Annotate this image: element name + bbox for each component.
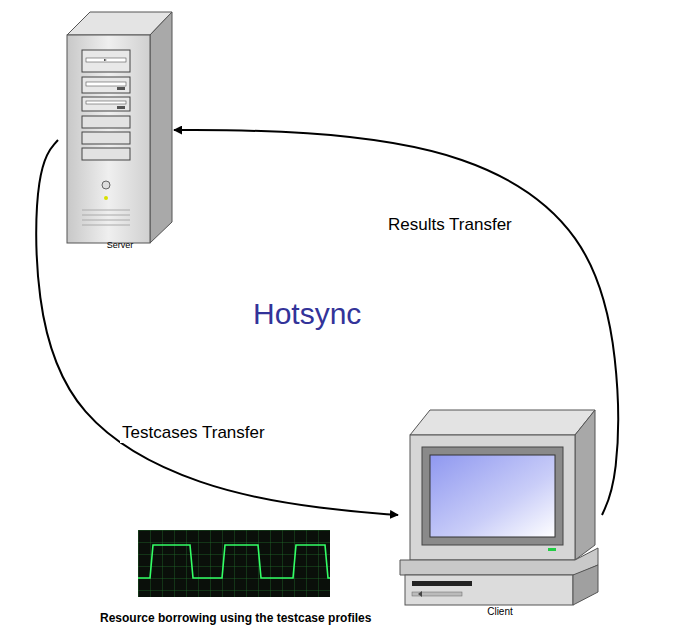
edge-label: Testcases Transfer (120, 423, 267, 443)
server-node: Server (58, 8, 182, 260)
oscilloscope-picture (138, 530, 330, 597)
edge-label: Results Transfer (386, 215, 514, 235)
transfer-arrow (36, 140, 398, 515)
diagram-title: Hotsync (253, 297, 361, 331)
transfer-arrow (174, 130, 618, 515)
caption-note: Resource borrowing using the testcase pr… (100, 611, 371, 625)
client-computer (400, 410, 598, 605)
node-label: Client (398, 606, 602, 617)
client-node: Client (398, 405, 602, 625)
node-label: Server (58, 240, 182, 250)
server-tower (67, 12, 172, 243)
